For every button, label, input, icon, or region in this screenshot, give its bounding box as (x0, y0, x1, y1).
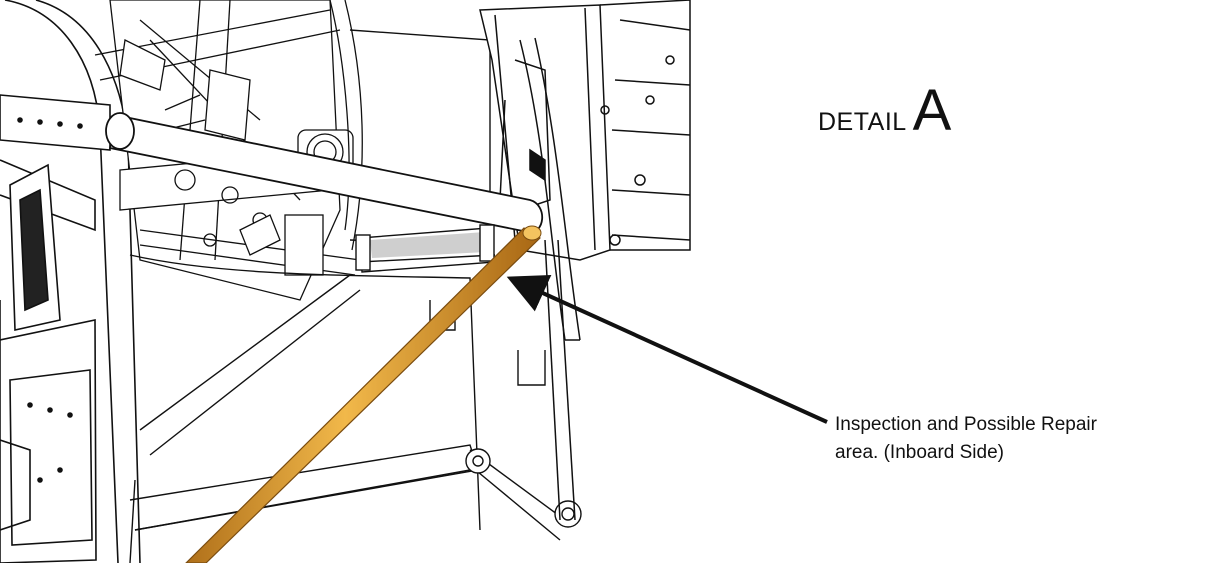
highlighted-tube (185, 225, 542, 563)
inspection-callout: Inspection and Possible Repair area. (In… (835, 411, 1205, 467)
callout-line-1: Inspection and Possible Repair (835, 414, 1097, 435)
repair-area-panel (355, 224, 496, 273)
upper-diagonal-strut (105, 112, 544, 233)
callout-line-2: area. (Inboard Side) (835, 442, 1004, 463)
left-frame-structure (0, 0, 141, 563)
detail-letter: A (912, 78, 952, 143)
callout-leader-arrow (506, 275, 828, 424)
detail-word: DETAIL (818, 108, 907, 136)
